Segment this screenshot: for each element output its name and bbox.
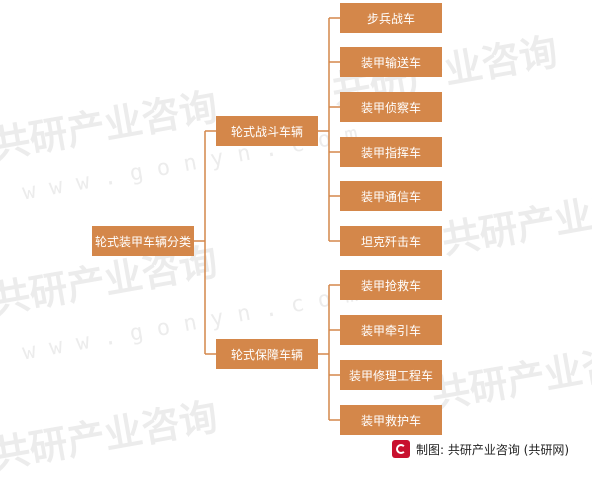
leaf-node: 装甲抢救车 — [340, 270, 442, 300]
branch-node-support: 轮式保障车辆 — [216, 339, 318, 369]
logo-icon — [392, 440, 410, 458]
root-node: 轮式装甲车辆分类 — [92, 226, 194, 256]
leaf-node: 装甲救护车 — [340, 405, 442, 435]
leaf-node: 坦克歼击车 — [340, 226, 442, 256]
leaf-node: 装甲修理工程车 — [340, 360, 442, 390]
connector-lines — [194, 17, 340, 421]
branch-node-combat: 轮式战斗车辆 — [216, 116, 318, 146]
credit-text: 制图: 共研产业咨询 (共研网) — [416, 442, 570, 457]
leaf-node: 装甲牵引车 — [340, 315, 442, 345]
leaf-node: 装甲侦察车 — [340, 92, 442, 122]
source-credit: 制图: 共研产业咨询 (共研网) — [392, 436, 592, 462]
leaf-node: 装甲指挥车 — [340, 137, 442, 167]
leaf-node: 装甲通信车 — [340, 181, 442, 211]
leaf-node: 步兵战车 — [340, 3, 442, 33]
leaf-node: 装甲输送车 — [340, 47, 442, 77]
